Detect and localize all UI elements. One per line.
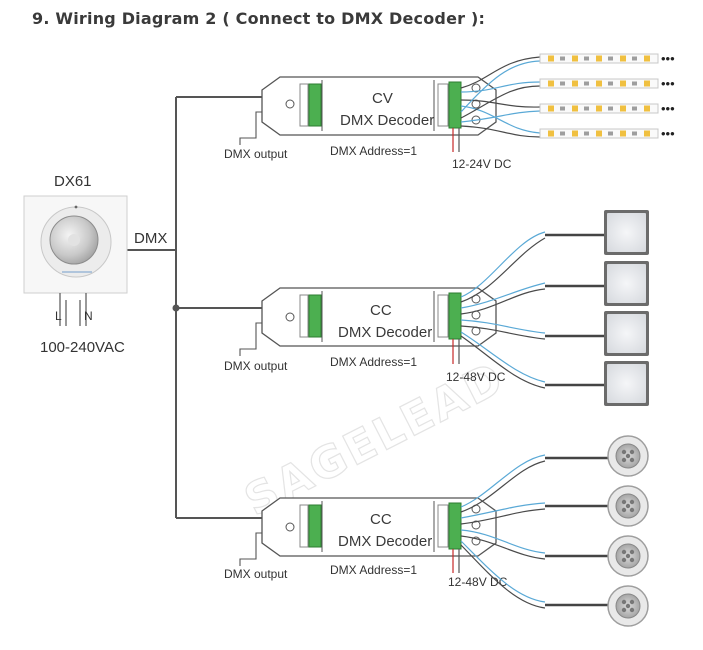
decoder-type: CC xyxy=(370,302,392,319)
controller-model: DX61 xyxy=(54,173,92,190)
led-panel-icon xyxy=(604,210,649,255)
page-title: 9. Wiring Diagram 2 ( Connect to DMX Dec… xyxy=(32,9,486,28)
dmx-address-label: DMX Address=1 xyxy=(330,563,417,577)
led-downlight-icon xyxy=(607,585,649,627)
power-input-label: 100-240VAC xyxy=(40,339,125,356)
dx61-controller: DX61 DMX L N 100-240VAC xyxy=(23,173,167,356)
decoder-cc-panels: CC DMX Decoder DMX output DMX Address=1 … xyxy=(224,231,605,389)
led-panel-icon xyxy=(604,311,649,356)
led-strip xyxy=(539,103,659,114)
ellipsis: ••• xyxy=(661,76,675,91)
power-supply-label: 12-24V DC xyxy=(452,157,512,171)
led-downlights xyxy=(607,435,649,627)
ellipsis: ••• xyxy=(661,101,675,116)
led-strip xyxy=(539,78,659,89)
dmx-output-label: DMX output xyxy=(224,359,288,373)
power-supply-label: 12-48V DC xyxy=(448,575,508,589)
led-strips: ••• ••• ••• ••• xyxy=(539,51,675,141)
led-panels xyxy=(604,210,649,406)
dmx-address-label: DMX Address=1 xyxy=(330,355,417,369)
led-panel-icon xyxy=(604,361,649,406)
neutral-label: N xyxy=(84,309,93,323)
decoder-type: CC xyxy=(370,511,392,528)
led-downlight-icon xyxy=(607,435,649,477)
ellipsis: ••• xyxy=(661,51,675,66)
decoder-type: CV xyxy=(372,90,393,107)
dmx-address-label: DMX Address=1 xyxy=(330,144,417,158)
decoder-name: DMX Decoder xyxy=(338,533,432,550)
decoder-cc-downlights: CC DMX Decoder DMX output DMX Address=1 … xyxy=(224,454,608,609)
led-strip xyxy=(539,128,659,139)
decoder-cv: CV DMX Decoder DMX output DMX Address=1 … xyxy=(224,56,541,171)
power-supply-label: 12-48V DC xyxy=(446,370,506,384)
decoder-name: DMX Decoder xyxy=(338,324,432,341)
led-downlight-icon xyxy=(607,535,649,577)
bus-junction xyxy=(172,304,180,312)
led-strip xyxy=(539,53,659,64)
dmx-bus-label: DMX xyxy=(134,230,167,247)
led-downlight-icon xyxy=(607,485,649,527)
dmx-output-label: DMX output xyxy=(224,567,288,581)
ellipsis: ••• xyxy=(661,126,675,141)
led-panel-icon xyxy=(604,261,649,306)
decoder-name: DMX Decoder xyxy=(340,112,434,129)
line-label: L xyxy=(55,309,62,323)
dmx-output-label: DMX output xyxy=(224,147,288,161)
